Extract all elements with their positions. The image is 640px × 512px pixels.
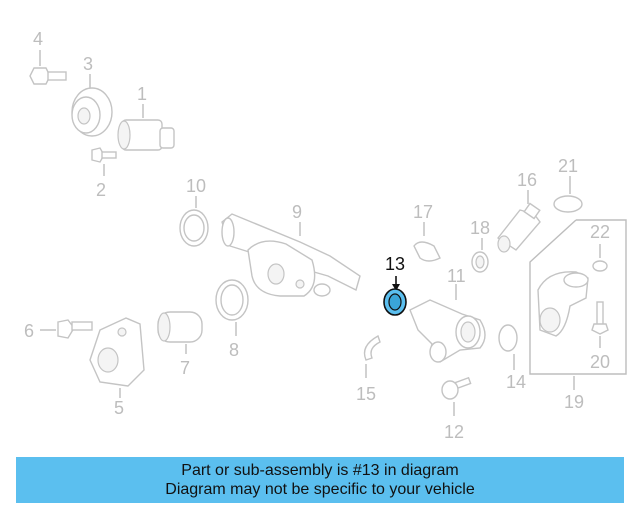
bolt-part-4	[29, 50, 67, 85]
callout-21: 21	[558, 156, 578, 176]
sensor-part-16	[496, 190, 541, 253]
callout-8: 8	[229, 340, 239, 360]
pulley-part-3	[71, 74, 113, 137]
banner-line-2: Diagram may not be specific to your vehi…	[165, 481, 475, 498]
callout-22: 22	[590, 222, 610, 242]
gasket-part-14	[498, 324, 518, 370]
assembly-bracket-part-19	[529, 219, 627, 390]
stud-part-20	[591, 301, 609, 348]
info-banner: Part or sub-assembly is #13 in diagram D…	[16, 457, 624, 503]
callout-2: 2	[96, 180, 106, 200]
callout-4: 4	[33, 29, 43, 49]
callout-14: 14	[506, 372, 526, 392]
callout-7: 7	[180, 358, 190, 378]
housing-pipe-part-9	[221, 213, 361, 297]
water-pump-part-1	[117, 104, 175, 151]
callout-19: 19	[564, 392, 584, 412]
callout-18: 18	[470, 218, 490, 238]
callout-13: 13	[385, 254, 405, 274]
banner-line-1: Part or sub-assembly is #13 in diagram	[181, 462, 459, 479]
nut-part-22	[592, 244, 608, 272]
callout-6: 6	[24, 321, 34, 341]
callout-3: 3	[83, 54, 93, 74]
parts-diagram: 4 3 1 2 10 9	[24, 29, 627, 442]
o-ring-part-21	[553, 176, 583, 213]
outlet-part-11	[409, 284, 486, 363]
clip-part-15	[363, 334, 381, 378]
callout-5: 5	[114, 398, 124, 418]
callout-1: 1	[137, 84, 147, 104]
callout-15: 15	[356, 384, 376, 404]
o-ring-part-13	[383, 276, 407, 316]
callout-16: 16	[517, 170, 537, 190]
bolt-part-2	[91, 147, 117, 176]
callout-9: 9	[292, 202, 302, 222]
seal-part-18	[471, 238, 489, 273]
bracket-part-5	[89, 317, 145, 398]
callout-17: 17	[413, 202, 433, 222]
bolt-part-6	[40, 319, 93, 339]
gasket-part-10	[179, 196, 209, 247]
bolt-part-12	[441, 376, 472, 416]
callout-10: 10	[186, 176, 206, 196]
gasket-part-8	[215, 279, 249, 336]
sleeve-part-7	[157, 311, 203, 354]
callout-12: 12	[444, 422, 464, 442]
callout-20: 20	[590, 352, 610, 372]
callout-11: 11	[447, 266, 466, 286]
clip-part-17	[413, 222, 441, 262]
